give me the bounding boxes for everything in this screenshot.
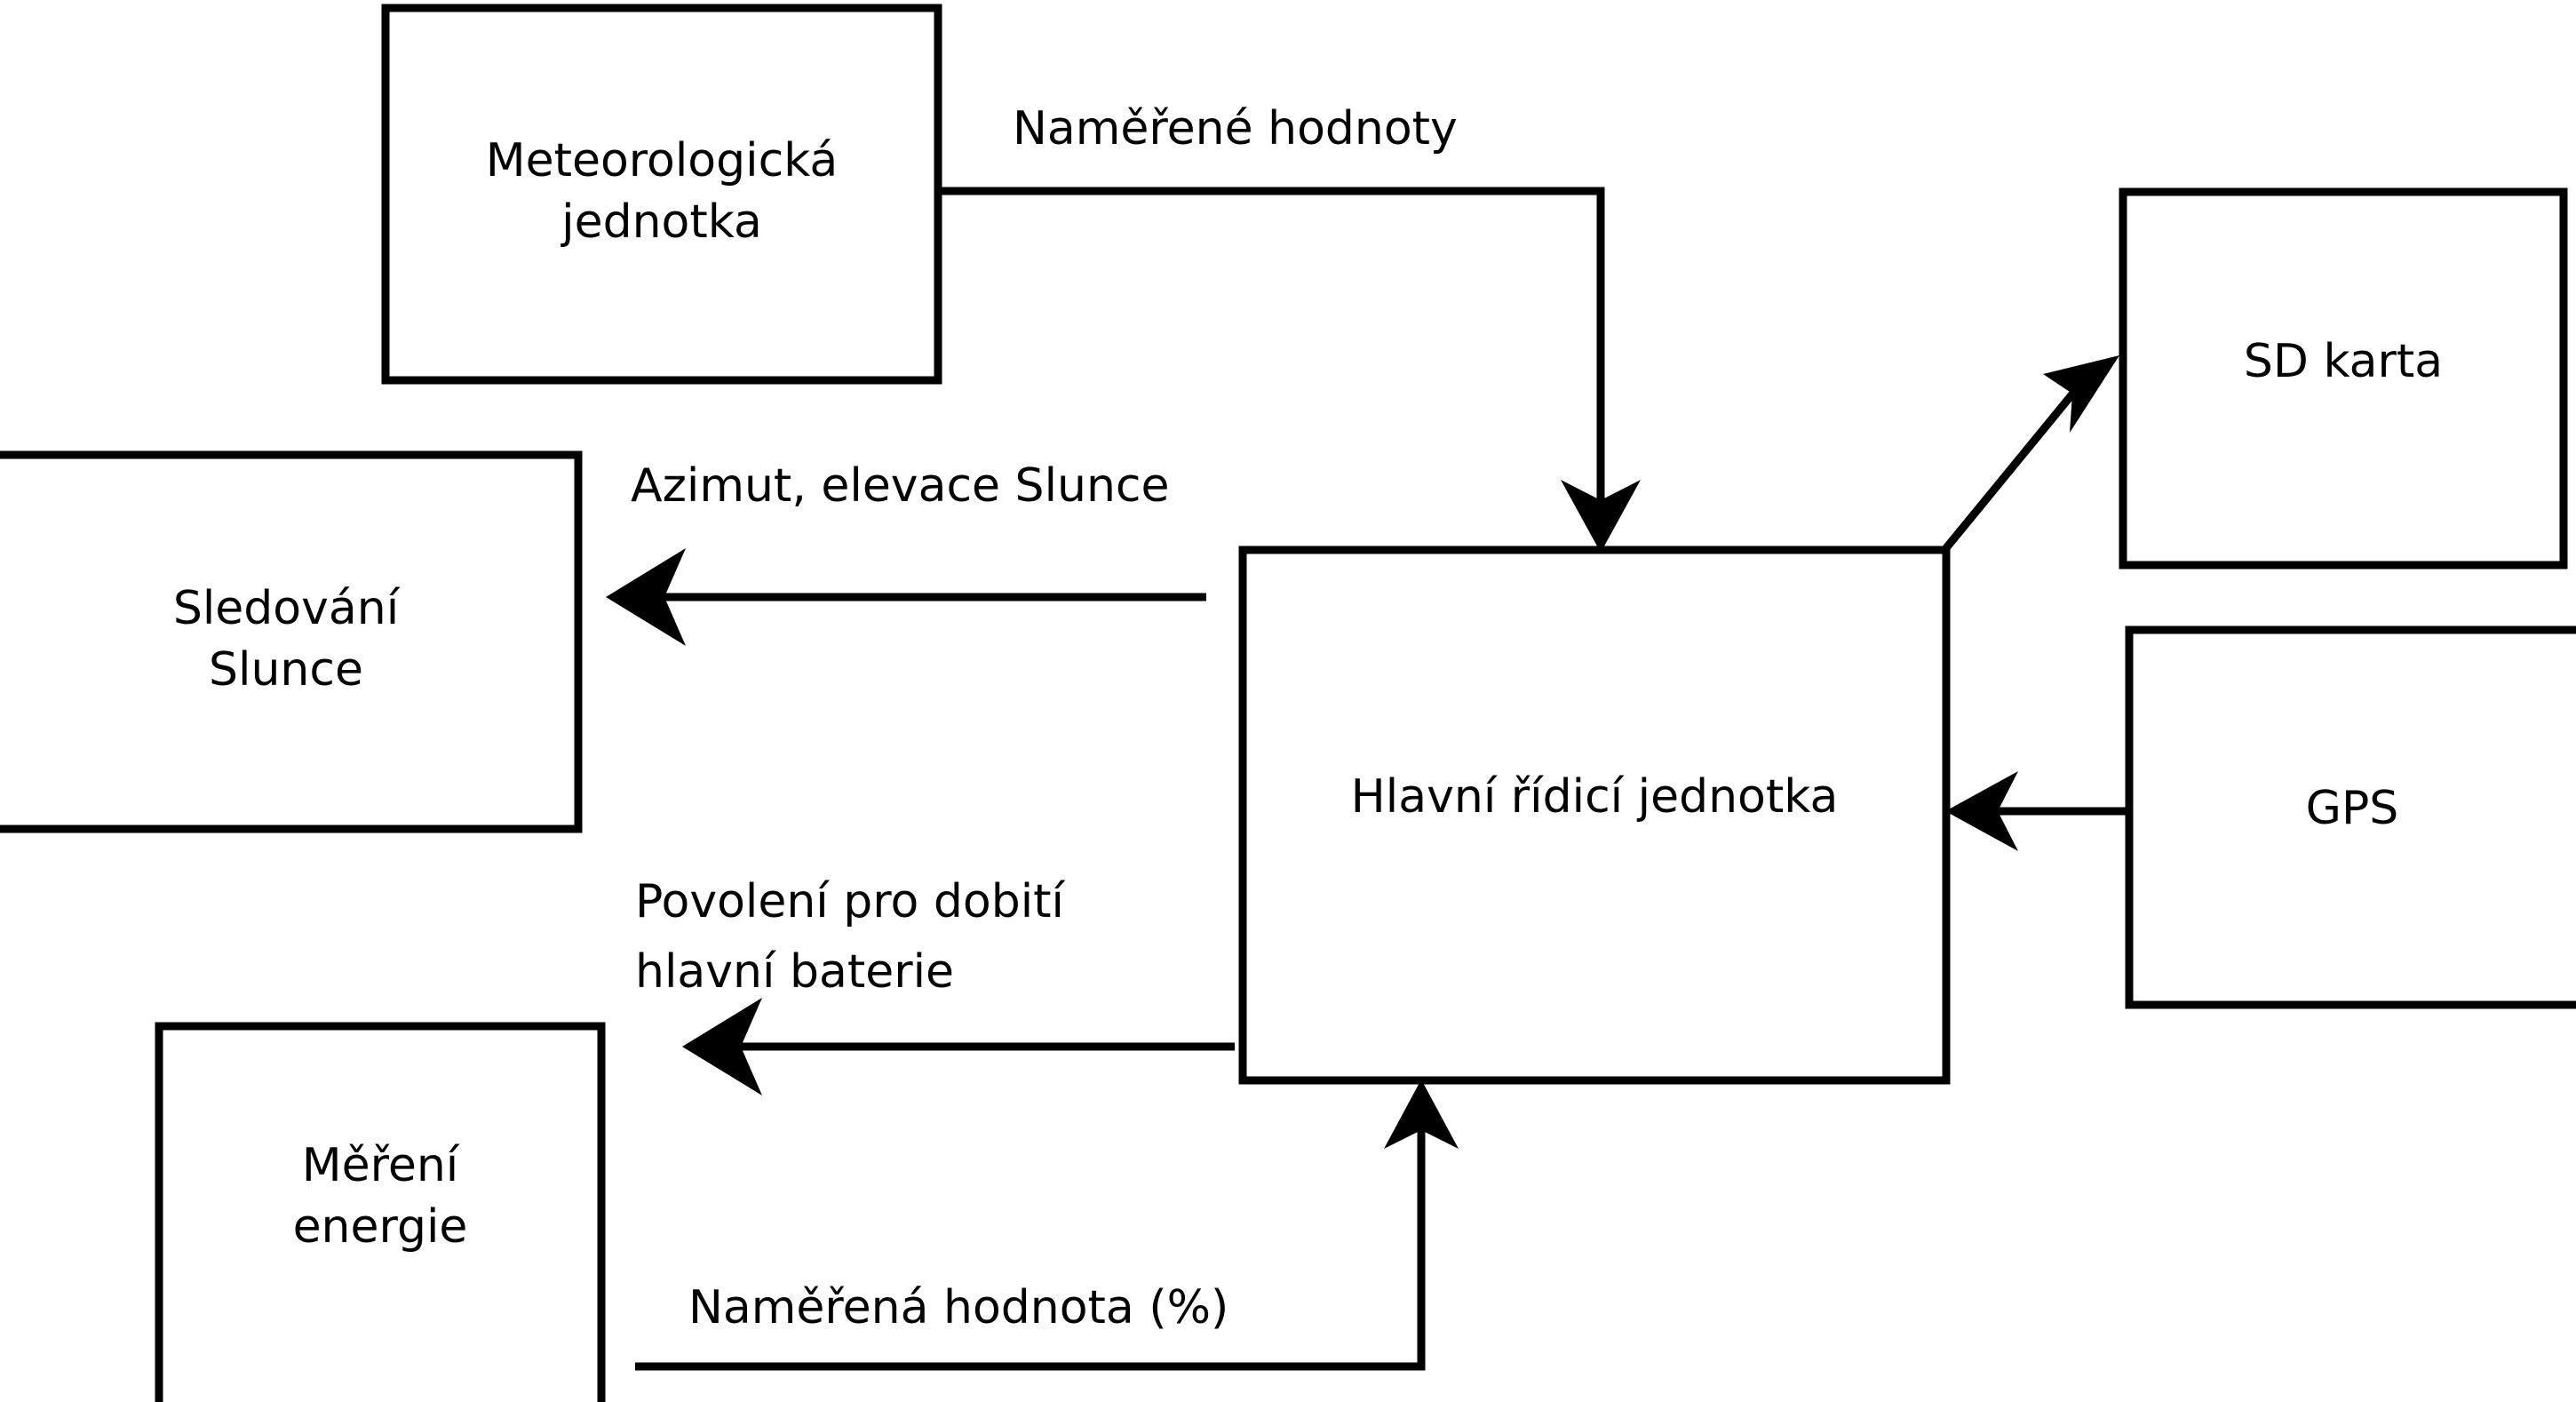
node-mereni-energie-box[interactable] — [155, 1022, 606, 1402]
edge-label-povoleni-pro-dobiti-line2: hlavní baterie — [635, 945, 954, 999]
edge-meteo-to-main — [942, 187, 1641, 553]
node-meteorologicka-jednotka[interactable]: Meteorologická jednotka — [381, 4, 942, 385]
edge-energy-to-main-arrowhead — [1384, 1079, 1459, 1149]
node-hlavni-ridici-jednotka-label: Hlavní řídicí jednotka — [1351, 770, 1839, 824]
node-mereni-energie[interactable]: Měření energie — [155, 1022, 606, 1402]
node-meteorologicka-jednotka-label-line1: Meteorologická — [486, 134, 838, 187]
node-mereni-energie-label-line2: energie — [293, 1200, 468, 1254]
edge-meteo-to-main-line — [942, 187, 1605, 533]
edge-main-to-sun — [606, 548, 1206, 646]
node-sd-karta-label: SD karta — [2244, 335, 2443, 388]
node-sd-karta[interactable]: SD karta — [2119, 187, 2568, 570]
edge-label-povoleni-pro-dobiti-line1: Povolení pro dobití — [635, 875, 1066, 928]
edge-energy-to-main-line — [635, 1119, 1426, 1371]
edge-label-azimut-elevace-slunce: Azimut, elevace Slunce — [631, 459, 1170, 513]
edge-main-to-energy — [682, 998, 1235, 1095]
node-gps[interactable]: GPS — [2125, 625, 2576, 1009]
edge-main-to-sun-arrowhead — [606, 548, 686, 646]
node-sledovani-slunce-label-line1: Sledování — [173, 582, 401, 635]
node-meteorologicka-jednotka-label-line2: jednotka — [561, 195, 762, 249]
node-sd-karta-box[interactable] — [2119, 187, 2568, 570]
node-sledovani-slunce-box[interactable] — [0, 450, 583, 833]
node-gps-label: GPS — [2306, 782, 2399, 835]
node-sledovani-slunce[interactable]: Sledování Slunce — [0, 450, 583, 833]
edge-gps-to-main-arrowhead — [1945, 771, 2018, 851]
edge-main-to-energy-arrowhead — [682, 998, 762, 1095]
edge-main-to-sd-line — [1942, 384, 2082, 552]
node-hlavni-ridici-jednotka[interactable]: Hlavní řídicí jednotka — [1238, 546, 1951, 1085]
edge-label-namerena-hodnota-procenta: Naměřená hodnota (%) — [688, 1281, 1228, 1334]
edge-main-to-sd-arrowhead — [2043, 355, 2119, 433]
node-hlavni-ridici-jednotka-box[interactable] — [1238, 546, 1951, 1085]
edge-meteo-to-main-arrowhead — [1561, 480, 1641, 553]
edge-energy-to-main — [635, 1079, 1459, 1371]
node-gps-box[interactable] — [2125, 625, 2576, 1009]
edge-main-to-sd — [1942, 355, 2119, 552]
edge-gps-to-main — [1945, 771, 2126, 851]
edge-label-namerene-hodnoty: Naměřené hodnoty — [1013, 102, 1458, 155]
node-mereni-energie-label-line1: Měření — [302, 1139, 460, 1192]
node-meteorologicka-jednotka-box[interactable] — [381, 4, 942, 385]
node-sledovani-slunce-label-line2: Slunce — [209, 643, 363, 697]
